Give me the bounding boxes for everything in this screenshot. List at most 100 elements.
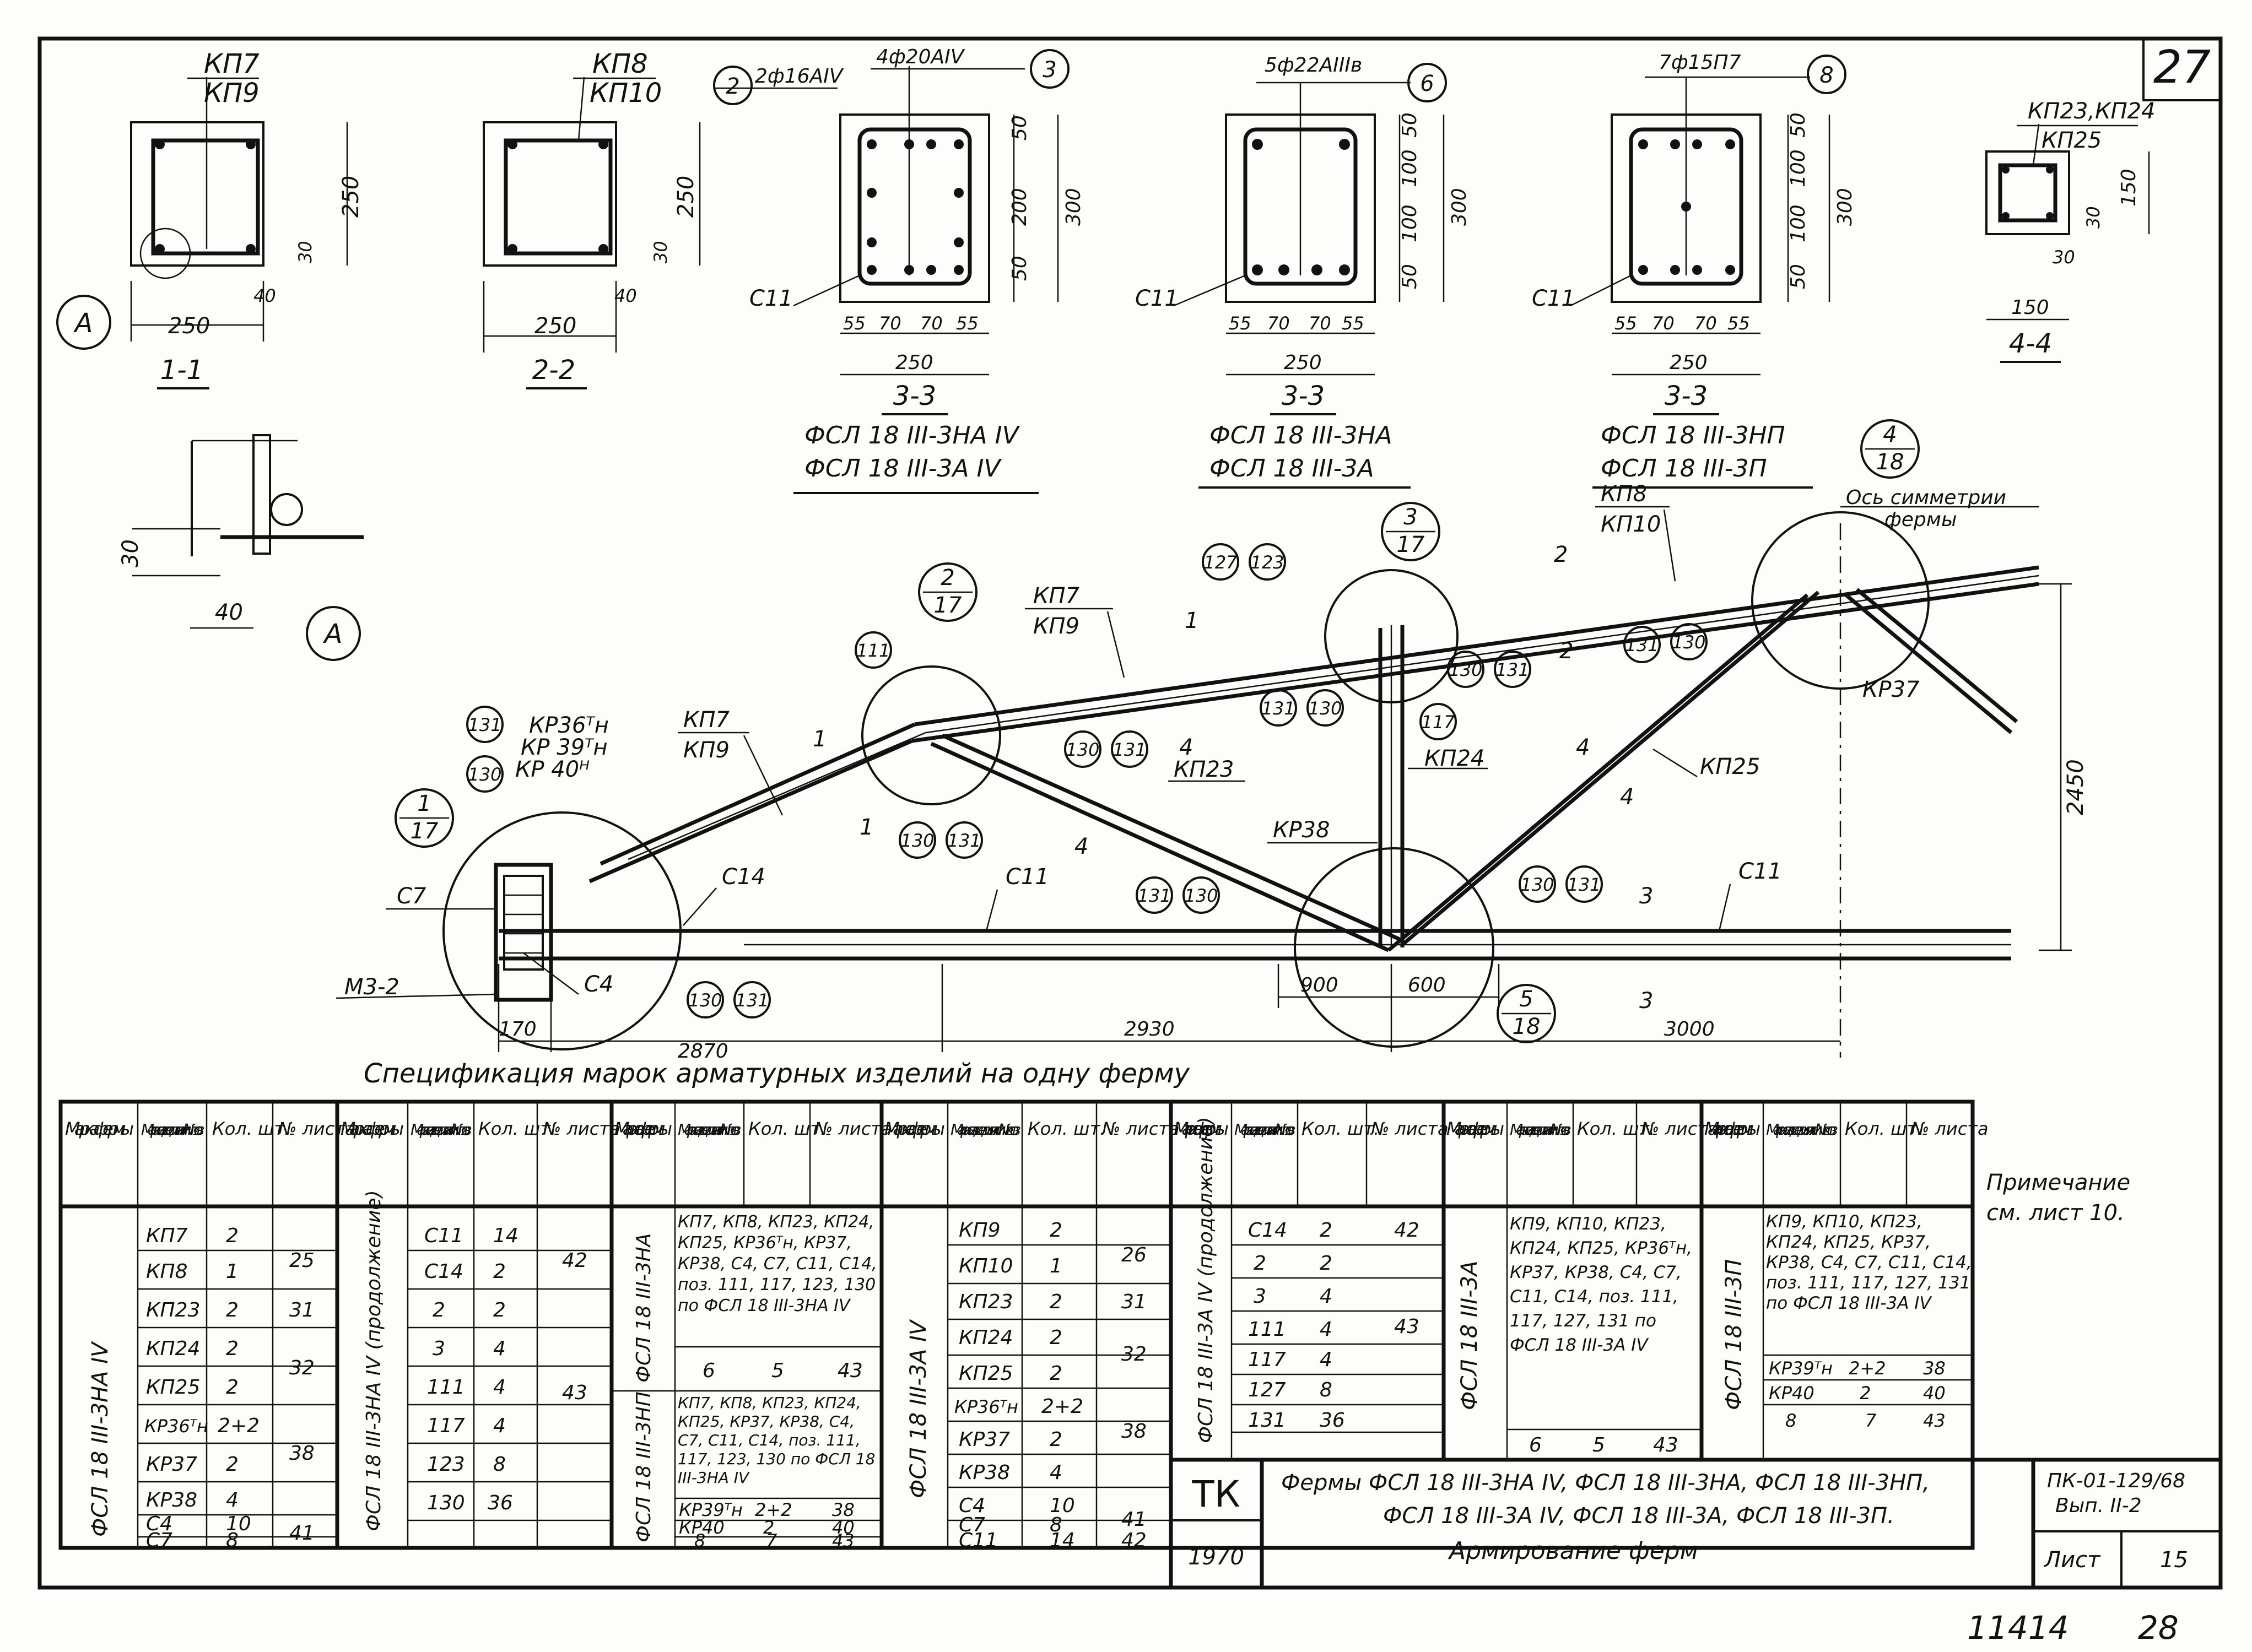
truss-sec-2b: 2 xyxy=(1559,638,1573,664)
svg-text:18: 18 xyxy=(1876,449,1904,475)
svg-text:117: 117 xyxy=(1248,1348,1286,1371)
truss-kr36-stack-1: КР36ᵀн xyxy=(529,713,609,738)
pos-130-a: 130 xyxy=(468,764,501,785)
svg-text:127: 127 xyxy=(1248,1379,1286,1401)
pos-130-h: 130 xyxy=(1184,885,1218,906)
detail-a-dim-40: 40 xyxy=(215,600,243,625)
svg-text:КР37: КР37 xyxy=(959,1428,1010,1451)
svg-text:31: 31 xyxy=(1121,1291,1147,1313)
svg-text:Марка фермы: Марка фермы xyxy=(1704,1118,1760,1139)
svg-text:3: 3 xyxy=(433,1337,445,1360)
title-subtitle: Армирование ферм xyxy=(1448,1537,1698,1565)
truss-c4: C4 xyxy=(584,972,613,997)
svg-text:КП23: КП23 xyxy=(146,1299,200,1321)
svg-text:10: 10 xyxy=(1050,1494,1075,1517)
s33a-caption-1: ФСЛ 18 III-3НА IV xyxy=(804,421,1020,449)
svg-text:2: 2 xyxy=(1860,1383,1871,1404)
detail-ref-2-17: 2 17 xyxy=(918,562,978,622)
truss-kp7-a: КП7 xyxy=(683,707,730,733)
svg-text:C14: C14 xyxy=(1248,1219,1287,1242)
s33b-dim-70b: 70 xyxy=(1309,313,1331,334)
note-line-1: Примечание xyxy=(1986,1170,2130,1195)
svg-text:38: 38 xyxy=(832,1499,855,1520)
truss-sec-2a: 2 xyxy=(1554,542,1568,567)
s33c-dim-250: 250 xyxy=(1670,351,1708,374)
svg-text:Кол. шт.: Кол. шт. xyxy=(748,1118,826,1139)
svg-text:Кол. шт.: Кол. шт. xyxy=(478,1118,556,1139)
svg-text:Марка фермы: Марка фермы xyxy=(341,1118,404,1139)
s33c-dim-300: 300 xyxy=(1834,188,1856,226)
truss-c11-a: C11 xyxy=(1006,864,1049,890)
svg-text:32: 32 xyxy=(1121,1343,1147,1366)
svg-text:6: 6 xyxy=(703,1359,715,1382)
svg-text:25: 25 xyxy=(289,1249,315,1272)
svg-text:4: 4 xyxy=(493,1337,506,1360)
title-year: 1970 xyxy=(1188,1545,1244,1570)
pos-131-a: 131 xyxy=(468,714,501,735)
spec-block3-truss-top: ФСЛ 18 III-3НА xyxy=(633,1233,655,1383)
spec-block7-truss: ФСЛ 18 III-3П xyxy=(1721,1259,1747,1410)
s11-dim-30: 30 xyxy=(295,241,316,263)
spec-block1-truss: ФСЛ 18 III-3НА IV xyxy=(88,1341,113,1537)
svg-text:Кол. шт.: Кол. шт. xyxy=(1577,1118,1655,1139)
pos-127: 127 xyxy=(1203,552,1238,573)
svg-text:8: 8 xyxy=(226,1529,239,1552)
svg-text:КР39ᵀн: КР39ᵀн xyxy=(679,1499,743,1520)
s33a-dim-70a: 70 xyxy=(879,313,901,334)
svg-text:5: 5 xyxy=(1592,1434,1605,1456)
s22-dim-height: 250 xyxy=(673,176,699,218)
detail-ref-3-17: 3 17 xyxy=(1381,502,1440,561)
truss-c7: C7 xyxy=(397,884,426,909)
s33c-caption-2: ФСЛ 18 III-3П xyxy=(1601,454,1767,483)
svg-text:38: 38 xyxy=(289,1442,315,1465)
svg-text:№ листа: № листа xyxy=(1910,1118,1989,1139)
truss-kp9-b: КП9 xyxy=(1033,614,1079,639)
svg-text:43: 43 xyxy=(838,1359,863,1382)
svg-text:№ листа: № листа xyxy=(277,1118,356,1139)
s33c-dim-100b: 100 xyxy=(1787,204,1810,242)
detail-ref-5-18: 5 18 xyxy=(1497,984,1556,1043)
svg-text:41: 41 xyxy=(289,1522,315,1545)
truss-kp24: КП24 xyxy=(1424,746,1484,771)
svg-text:КП9: КП9 xyxy=(959,1219,1001,1242)
truss-kr38: КР38 xyxy=(1273,817,1330,843)
s33c-callout-8: 8 xyxy=(1819,63,1833,88)
spec-block5-truss: ФСЛ 18 III-3А IV (продолжение) xyxy=(1195,1117,1217,1444)
detail-ref-4-18: 4 18 xyxy=(1860,419,1920,479)
svg-text:4: 4 xyxy=(1320,1348,1332,1371)
svg-text:2: 2 xyxy=(1320,1252,1332,1275)
truss-m3-2: М3-2 xyxy=(344,974,399,1000)
s33a-callout-3: 3 xyxy=(1043,57,1056,83)
s33b-dim-70a: 70 xyxy=(1267,313,1290,334)
svg-text:КП25: КП25 xyxy=(959,1362,1013,1385)
s33c-caption-1: ФСЛ 18 III-3НП xyxy=(1601,421,1785,449)
truss-dim-600: 600 xyxy=(1408,974,1446,996)
svg-text:2: 2 xyxy=(1050,1428,1062,1451)
svg-text:КР37: КР37 xyxy=(146,1453,197,1476)
s22-dim-40: 40 xyxy=(614,285,637,306)
svg-text:C4: C4 xyxy=(146,1513,172,1535)
svg-text:14: 14 xyxy=(493,1225,519,1247)
pos-131-b: 131 xyxy=(1113,739,1146,760)
pos-130-d: 130 xyxy=(1449,659,1482,680)
svg-text:4: 4 xyxy=(1050,1461,1062,1484)
truss-kp7-b: КП7 xyxy=(1033,583,1079,609)
svg-text:2: 2 xyxy=(1254,1252,1266,1275)
truss-sec-4a: 4 xyxy=(1074,834,1088,859)
svg-text:№ листа: № листа xyxy=(813,1118,892,1139)
svg-text:2: 2 xyxy=(1050,1291,1062,1313)
s33c-dim-100a: 100 xyxy=(1787,149,1810,187)
svg-text:32: 32 xyxy=(289,1357,315,1379)
spec-block3-text-top: КП7, КП8, КП23, КП24, КП25, КР36ᵀн, КР37… xyxy=(678,1212,877,1315)
svg-text:17: 17 xyxy=(1397,532,1425,557)
svg-text:№ листа: № листа xyxy=(1370,1118,1449,1139)
svg-text:5: 5 xyxy=(771,1359,784,1382)
s22-dim-30: 30 xyxy=(650,241,671,263)
svg-text:17: 17 xyxy=(411,819,439,844)
title-issue: Вып. II-2 xyxy=(2055,1494,2142,1517)
svg-text:КП7: КП7 xyxy=(146,1225,188,1247)
s33c-dim-55a: 55 xyxy=(1614,313,1637,334)
